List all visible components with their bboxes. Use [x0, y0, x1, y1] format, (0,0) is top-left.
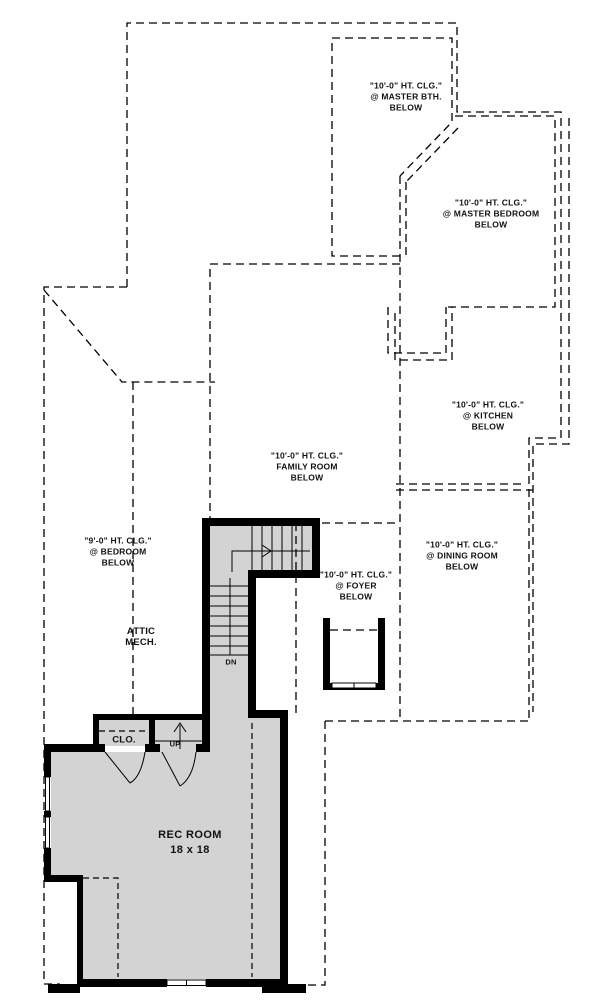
- room-name-text: CLO.: [112, 734, 136, 746]
- room-name-text: @ KITCHEN: [462, 410, 514, 421]
- stair-walls: [202, 518, 320, 752]
- label-attic-mech: ATTIC MECH.: [125, 626, 157, 648]
- ceiling-height-text: "10'-0" HT. CLG.": [425, 539, 499, 550]
- ceiling-height-text: "10'-0" HT. CLG.": [454, 197, 528, 208]
- below-text: BELOW: [290, 472, 324, 483]
- stair-treads: [210, 526, 303, 656]
- below-text: BELOW: [339, 591, 373, 602]
- stair-direction-arrow-icon: [231, 544, 310, 572]
- room-name-text: @ MASTER BTH.: [370, 91, 442, 102]
- room-name-text: FAMILY ROOM: [276, 461, 338, 472]
- window-icons: [45, 776, 207, 986]
- stair-direction-text: DN: [225, 657, 237, 667]
- up-arrow-icon: [155, 722, 202, 749]
- label-rec-room: REC ROOM 18 x 18: [158, 828, 222, 858]
- ceiling-height-text: "10'-0" HT. CLG.": [451, 399, 525, 410]
- ceiling-height-text: "10'-0" HT. CLG.": [319, 569, 393, 580]
- ceiling-height-text: "9'-0" HT. CLG.": [84, 535, 152, 546]
- room-name-text: REC ROOM: [158, 829, 222, 841]
- label-closet: CLO.: [112, 735, 136, 746]
- window-icon: [45, 776, 50, 812]
- label-kitchen-below: "10'-0" HT. CLG." @ KITCHEN BELOW: [452, 400, 524, 433]
- below-text: BELOW: [474, 219, 508, 230]
- room-name-text: MECH.: [125, 637, 157, 648]
- below-text: BELOW: [445, 561, 479, 572]
- rec-room-walls: [44, 710, 306, 993]
- room-size-text: 18 x 18: [170, 844, 210, 856]
- label-down: DN: [225, 658, 236, 667]
- room-name-text: @ BEDROOM: [89, 546, 147, 557]
- below-text: BELOW: [389, 102, 423, 113]
- label-bedroom-below: "9'-0" HT. CLG." @ BEDROOM BELOW: [84, 536, 151, 569]
- door-swing-icons: [104, 751, 197, 787]
- label-dining-room-below: "10'-0" HT. CLG." @ DINING ROOM BELOW: [426, 540, 498, 573]
- room-name-text: @ FOYER: [335, 580, 377, 591]
- floor-fill: [51, 526, 312, 979]
- ceiling-height-text: "10'-0" HT. CLG.": [369, 80, 443, 91]
- ceiling-height-text: "10'-0" HT. CLG.": [270, 450, 344, 461]
- window-icon: [45, 816, 50, 849]
- foyer-well-walls: [323, 618, 385, 690]
- dashed-rooms-below-outline: [209, 37, 556, 718]
- label-master-bath-below: "10'-0" HT. CLG." @ MASTER BTH. BELOW: [370, 81, 442, 114]
- label-family-room-below: "10'-0" HT. CLG." FAMILY ROOM BELOW: [271, 451, 343, 484]
- label-master-bedroom-below: "10'-0" HT. CLG." @ MASTER BEDROOM BELOW: [443, 198, 540, 231]
- room-name-text: @ DINING ROOM: [426, 550, 498, 561]
- label-foyer-below: "10'-0" HT. CLG." @ FOYER BELOW: [320, 570, 392, 603]
- below-text: BELOW: [101, 557, 135, 568]
- stair-direction-text: UP: [169, 739, 181, 749]
- dashed-interior-lines: [83, 723, 253, 977]
- below-text: BELOW: [471, 421, 505, 432]
- label-up: UP: [170, 740, 181, 749]
- room-name-text: ATTIC: [126, 626, 156, 637]
- room-name-text: @ MASTER BEDROOM: [442, 208, 540, 219]
